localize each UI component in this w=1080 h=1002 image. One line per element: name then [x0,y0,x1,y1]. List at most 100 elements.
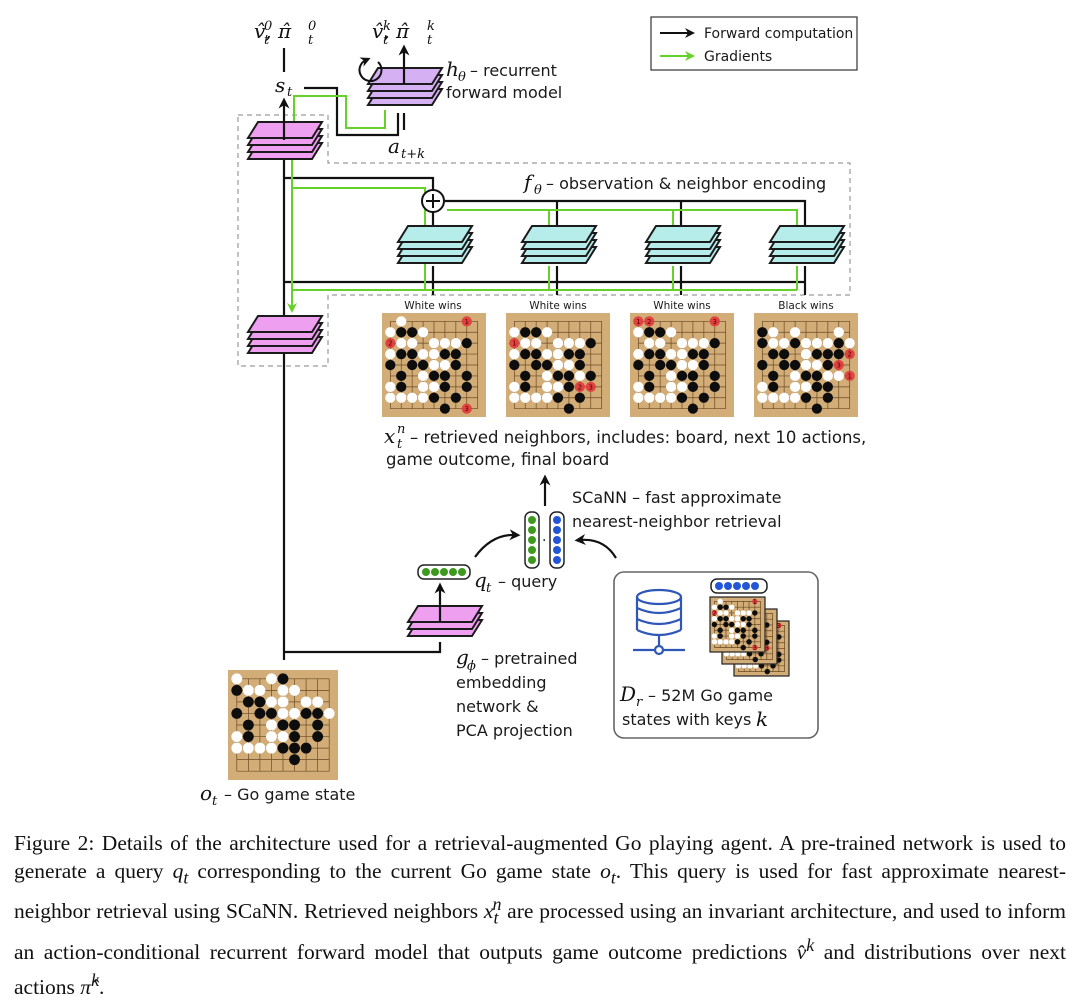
white-stone [552,359,564,371]
vector-element [553,526,561,534]
layer-slab [520,225,598,243]
black-stone [231,684,243,696]
black-stone [833,338,844,349]
next-move-marker [844,348,855,360]
f-theta-region [237,114,851,367]
embedding-label-4: PCA projection [456,721,573,740]
caption-part-3: . This query is used for fast approximat… [14,858,1066,924]
vector-element [431,568,439,576]
white-stone [563,338,575,349]
white-stone [428,381,440,392]
white-stone [711,616,718,622]
black-stone [552,370,564,382]
white-stone [655,392,666,403]
white-stone [574,338,585,349]
neighbor-encoder-stack-3 [644,225,722,264]
move-number: 3 [465,405,469,413]
black-stone [740,616,746,622]
black-stone [709,381,720,392]
white-stone [385,348,396,360]
white-stone [396,392,407,403]
layer-slab [768,225,846,243]
white-stone [633,348,644,360]
white-stone [266,731,277,742]
black-stone [531,348,542,360]
neighbors-label: x n t – retrieved neighbors, includes: b… [384,422,866,469]
database-board-front: 123 [709,596,766,653]
observation-encoder-layer-stack [246,315,324,354]
white-stone [687,359,699,371]
white-stone [552,348,564,360]
black-stone [752,633,758,639]
black-stone [552,392,564,403]
neighbors-label-text-2: game outcome, final board [386,450,609,469]
recurrent-policy-sub: t [427,33,433,48]
move-number: 2 [388,340,392,348]
black-stone [242,696,254,708]
outcome-label-4: Black wins [778,300,833,312]
black-stone [461,370,472,382]
black-stone [541,359,553,371]
white-stone [734,633,741,639]
black-stone [277,719,289,731]
white-stone [800,348,812,360]
black-stone [574,392,585,403]
white-stone [757,381,768,392]
black-stone [417,359,429,371]
action-sub: t+k [401,147,425,162]
black-stone [740,644,746,651]
vector-element [528,536,536,544]
black-stone [439,381,451,392]
black-stone [396,370,407,382]
white-stone [740,621,746,628]
white-stone [734,616,741,622]
white-stone [541,348,553,360]
caption-part-4: are processed using an invariant archite… [14,899,1066,965]
black-stone [833,348,844,360]
o-sub: t [212,794,218,809]
next-move-marker [509,338,520,349]
next-move-marker [833,359,844,371]
caption-part-2: corresponding to the current Go game sta… [188,858,601,883]
embedding-label-1: – pretrained [481,649,578,668]
dot-product: · [524,511,565,569]
neighbors-label-text-1: – retrieved neighbors, includes: board, … [410,428,866,447]
white-stone [655,338,666,349]
white-stone [385,327,396,338]
black-stone [231,708,243,719]
architecture-diagram: Forward computation Gradients [200,16,866,809]
d-r-sub: r [636,695,643,710]
black-stone [687,348,699,360]
dashed-regions [237,114,851,367]
white-stone [729,633,735,639]
black-stone [289,754,300,766]
vector-element [724,582,732,590]
white-stone [541,392,553,403]
black-stone [811,348,823,360]
white-stone [428,348,440,360]
black-stone [752,627,758,633]
observation-label-text: – Go game state [224,785,355,804]
black-stone [242,731,254,742]
black-stone [723,616,729,622]
white-stone [231,673,243,685]
black-stone [461,338,472,349]
black-stone [723,621,729,628]
black-stone [655,348,666,360]
white-stone [277,708,289,719]
black-stone [644,348,655,360]
recurrence-loop-arrow-icon [358,57,383,83]
white-stone [254,742,266,754]
black-stone [655,359,666,371]
black-stone [757,359,768,371]
white-stone [687,338,699,349]
white-stone [509,327,520,338]
white-stone [407,338,418,349]
black-stone [687,370,699,382]
black-stone [563,370,575,382]
caption-o: ot [600,858,616,887]
black-stone [520,381,531,392]
neighbor-encoder-stack-2 [520,225,598,264]
